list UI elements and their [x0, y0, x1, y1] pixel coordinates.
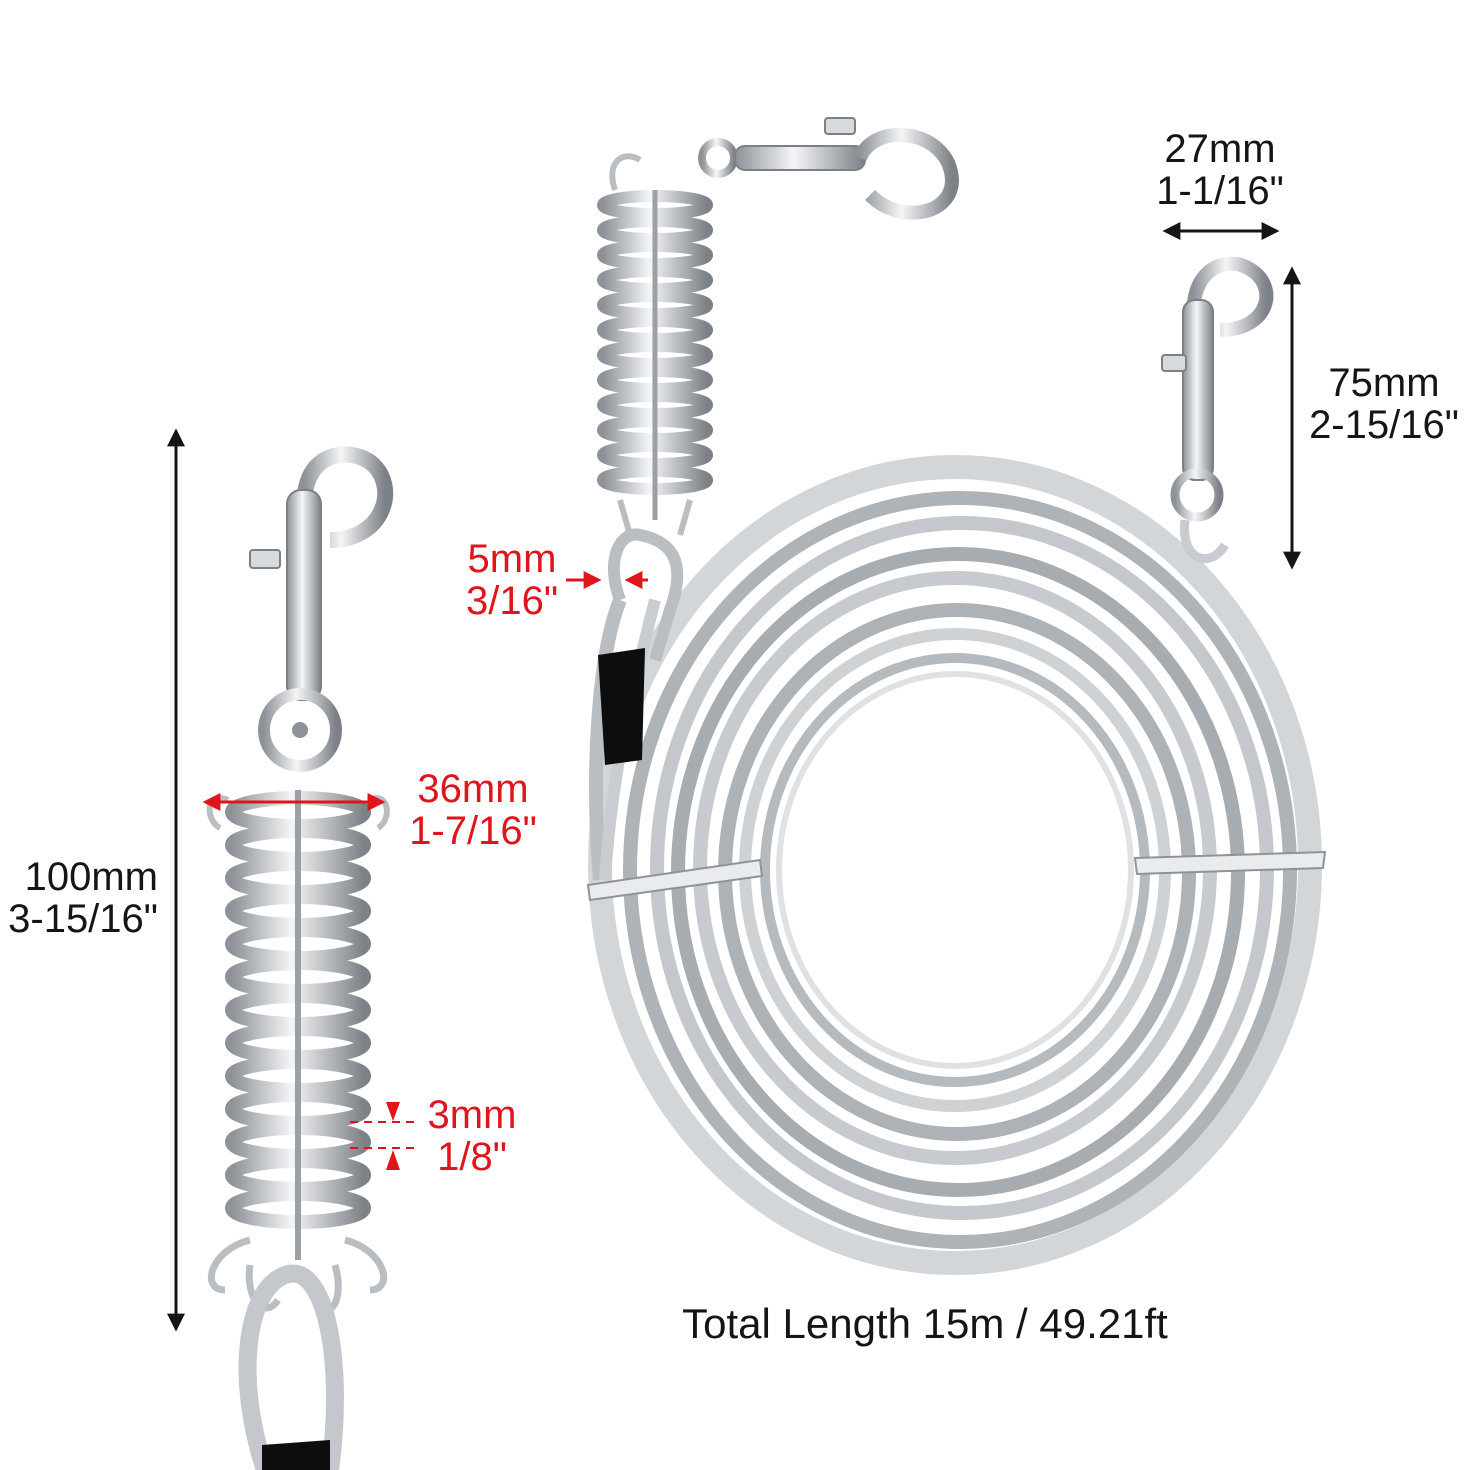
clip-length-inch: 2-15/16": [1309, 403, 1459, 447]
spring-length-inch: 3-15/16": [8, 897, 158, 941]
coil-tie-left: [586, 858, 764, 902]
spring-width-mm: 36mm: [417, 767, 529, 811]
right-snap-clip: [1161, 256, 1274, 564]
left-snap-clip: [249, 446, 394, 772]
spring-width-label: 36mm 1-7/16": [398, 768, 548, 852]
clip-width-mm: 27mm: [1164, 127, 1276, 171]
spring-width-inch: 1-7/16": [409, 809, 537, 853]
left-cable-loop: [238, 1264, 344, 1470]
clip-length-label: 75mm 2-15/16": [1300, 362, 1468, 446]
clip-width-label: 27mm 1-1/16": [1140, 128, 1300, 212]
top-spring: [597, 153, 713, 536]
wire-gap-inch: 1/8": [437, 1135, 507, 1179]
coil-tie-right: [1133, 850, 1327, 876]
left-spring: [206, 790, 390, 1314]
spring-length-label: 100mm 3-15/16": [0, 856, 158, 940]
cable-thickness-label: 5mm 3/16": [450, 538, 574, 622]
spring-length-mm: 100mm: [24, 855, 158, 899]
wire-gap-label: 3mm 1/8": [416, 1094, 528, 1178]
top-snap-clip: [698, 117, 960, 220]
clip-width-inch: 1-1/16": [1156, 169, 1284, 213]
dimension-wire-gap: [350, 1102, 414, 1170]
wire-gap-mm: 3mm: [427, 1093, 517, 1137]
black-sleeve: [598, 648, 645, 765]
total-length-caption: Total Length 15m / 49.21ft: [682, 1300, 1168, 1347]
clip-length-mm: 75mm: [1328, 361, 1440, 405]
cable-thickness-inch: 3/16": [465, 579, 559, 623]
cable-thickness-mm: 5mm: [467, 537, 557, 581]
